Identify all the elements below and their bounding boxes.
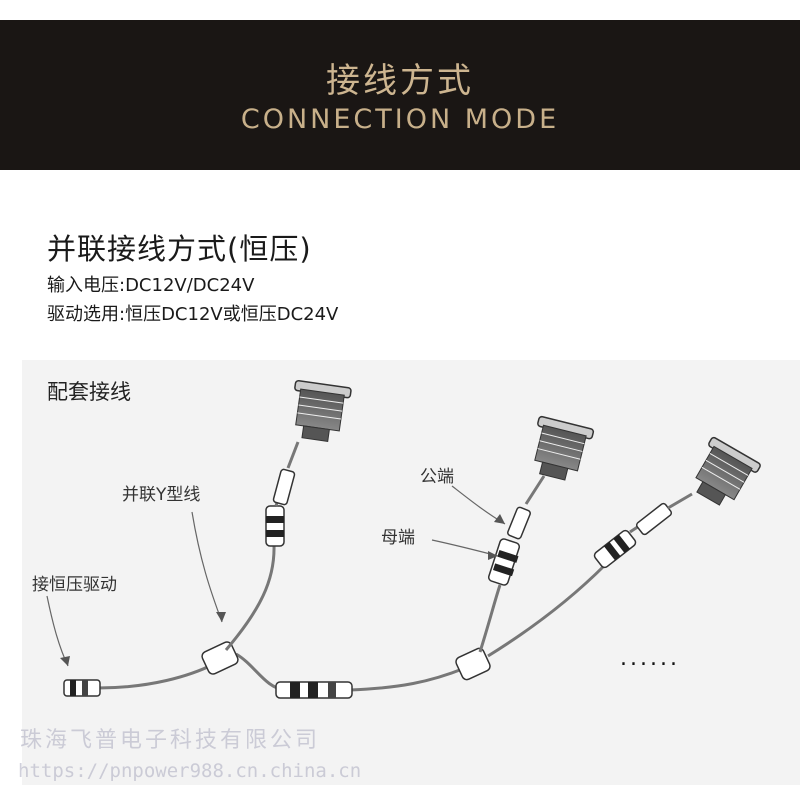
- lamp-2: [534, 415, 595, 481]
- kit-wiring-label: 配套接线: [47, 380, 131, 404]
- y2-branch-b-cable: [487, 563, 607, 658]
- inline-connector: [275, 681, 353, 699]
- y1-branch-cable: [224, 544, 276, 651]
- driver-connector: [63, 679, 101, 697]
- y-splitter-2: [455, 647, 491, 681]
- header-banner: 接线方式 CONNECTION MODE: [0, 20, 800, 170]
- y-cable-label: 并联Y型线: [122, 485, 201, 505]
- section-title: 并联接线方式(恒压): [47, 232, 312, 266]
- branch-2b-connector: [593, 492, 693, 569]
- lamp-3: [695, 436, 761, 506]
- wiring-diagram-panel: [22, 360, 800, 785]
- header-title-cn: 接线方式: [326, 61, 474, 101]
- branch-2a-connector: [487, 475, 546, 586]
- branch-1-connector: [265, 441, 300, 547]
- female-end-label: 母端: [381, 528, 415, 548]
- watermark-url: https://pnpower988.cn.china.cn: [18, 760, 362, 782]
- input-voltage-text: 输入电压:DC12V/DC24V: [47, 275, 255, 296]
- y2-branch-a-cable: [478, 584, 502, 653]
- driver-option-text: 驱动选用:恒压DC12V或恒压DC24V: [47, 304, 339, 325]
- header-title-en: CONNECTION MODE: [240, 104, 560, 135]
- lamp-1: [294, 379, 352, 442]
- more-indicator: ......: [620, 646, 680, 671]
- watermark-company: 珠海飞普电子科技有限公司: [20, 728, 321, 753]
- male-end-label: 公端: [420, 467, 454, 487]
- driver-label: 接恒压驱动: [32, 575, 117, 595]
- y-splitter-1: [201, 641, 239, 675]
